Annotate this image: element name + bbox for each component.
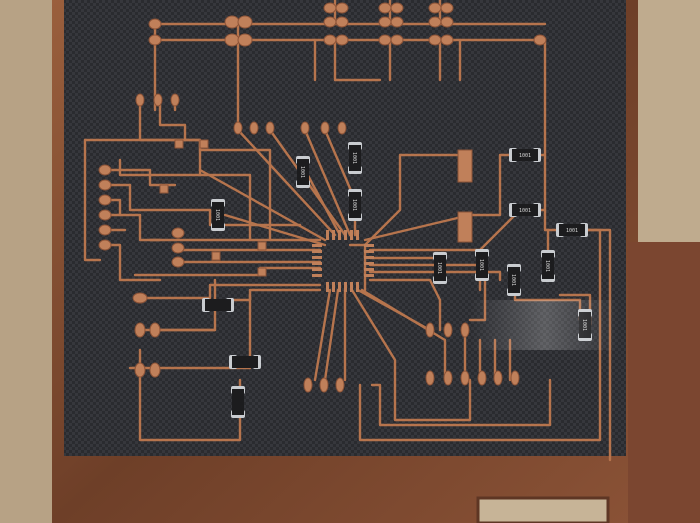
resistor-label: 1001 xyxy=(478,259,484,271)
resistor-body xyxy=(212,202,224,228)
background-shade xyxy=(0,0,60,523)
resistor-label: 1001 xyxy=(566,228,578,234)
resistor: 1001 xyxy=(348,189,362,221)
resistor-body xyxy=(476,252,488,278)
resistor-body xyxy=(512,204,538,216)
resistor-label: 1001 xyxy=(299,166,305,178)
resistor-label: 1001 xyxy=(519,153,531,159)
resistor: 1001 xyxy=(348,142,362,174)
resistor-label: 1001 xyxy=(519,208,531,214)
copper-plate-bottom-cutout xyxy=(476,496,610,523)
resistor-label: 1001 xyxy=(510,274,516,286)
ic-footprint xyxy=(312,230,374,292)
resistor: 1001 xyxy=(296,156,310,188)
resistor: 1001 xyxy=(556,223,588,237)
resistor: 1001 xyxy=(509,148,541,162)
resistor-body xyxy=(232,356,258,368)
resistor: 1001 xyxy=(211,199,225,231)
resistor-body xyxy=(512,149,538,161)
resistor-label: 1001 xyxy=(351,199,357,211)
resistor-label: 1001 xyxy=(544,260,550,272)
copper-plate-right xyxy=(628,242,700,523)
resistor xyxy=(231,386,245,418)
resistor-body xyxy=(205,299,231,311)
resistor xyxy=(229,355,261,369)
resistor-body xyxy=(297,159,309,185)
resistor-body xyxy=(232,389,244,415)
laminate-area xyxy=(64,0,626,456)
resistor: 1001 xyxy=(509,203,541,217)
resistor-label: 1001 xyxy=(351,152,357,164)
resistor-body xyxy=(542,253,554,279)
resistor-label: 1001 xyxy=(436,262,442,274)
light-glare xyxy=(470,300,620,350)
resistor: 1001 xyxy=(541,250,555,282)
resistor: 1001 xyxy=(433,252,447,284)
resistor-label: 1001 xyxy=(214,209,220,221)
resistor: 1001 xyxy=(475,249,489,281)
resistor: 1001 xyxy=(507,264,521,296)
resistor-body xyxy=(349,145,361,171)
resistor-body xyxy=(349,192,361,218)
resistor xyxy=(202,298,234,312)
resistor-body xyxy=(434,255,446,281)
copper-pads xyxy=(98,2,547,393)
resistor-body xyxy=(559,224,585,236)
resistor-body xyxy=(508,267,520,293)
